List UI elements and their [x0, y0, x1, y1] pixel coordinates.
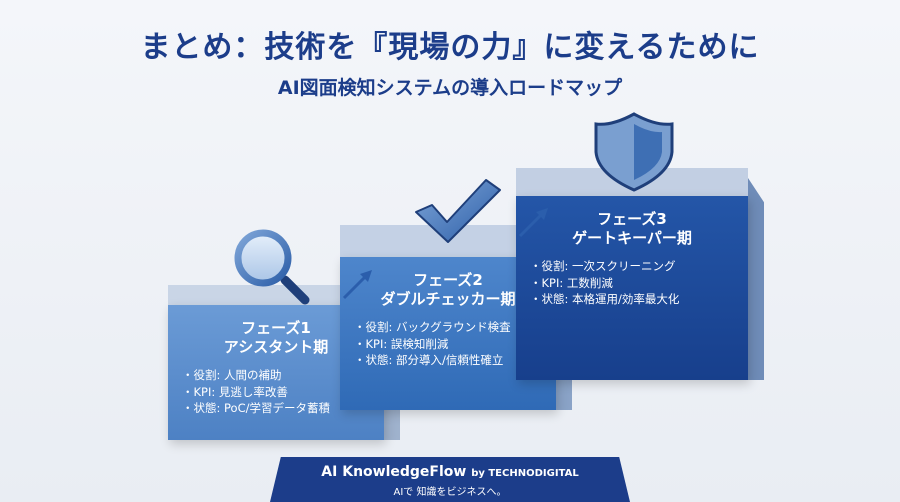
phase-1-card: フェーズ1 アシスタント期 役割: 人間の補助 KPI: 見逃し率改善 状態: … [168, 305, 384, 440]
phase-1-kpi: KPI: 見逃し率改善 [182, 384, 384, 401]
phase-3-block: フェーズ3 ゲートキーパー期 役割: 一次スクリーニング KPI: 工数削減 状… [516, 168, 764, 380]
phase-1-title: アシスタント期 [223, 338, 329, 356]
phase-3-kpi: KPI: 工数削減 [530, 275, 748, 292]
phase-3-status: 状態: 本格運用/効率最大化 [530, 291, 748, 308]
phase-1-number: フェーズ1 [241, 319, 311, 337]
phase-3-title: ゲートキーパー期 [572, 229, 692, 247]
phase-1-block: フェーズ1 アシスタント期 役割: 人間の補助 KPI: 見逃し率改善 状態: … [168, 285, 400, 440]
phase-1-role: 役割: 人間の補助 [182, 367, 384, 384]
phase-1-status: 状態: PoC/学習データ蓄積 [182, 400, 384, 417]
phase-2-items: 役割: バックグラウンド検査 KPI: 誤検知削減 状態: 部分導入/信頼性確立 [354, 319, 556, 369]
page-subtitle: AI図面検知システムの導入ロードマップ [277, 77, 623, 99]
footer-tagline: AIで 知識をビジネスへ。 [393, 487, 507, 498]
phase-3-role: 役割: 一次スクリーニング [530, 258, 748, 275]
phase-2-title: ダブルチェッカー期 [380, 290, 516, 308]
phase-2-role: 役割: バックグラウンド検査 [354, 319, 556, 336]
footer-by: by TECHNODIGITAL [471, 468, 579, 479]
phase-2-number: フェーズ2 [413, 271, 483, 289]
phase-3-number: フェーズ3 [597, 210, 667, 228]
phase-3-items: 役割: 一次スクリーニング KPI: 工数削減 状態: 本格運用/効率最大化 [530, 258, 748, 308]
footer-banner: AI KnowledgeFlow by TECHNODIGITAL AIで 知識… [270, 457, 630, 502]
page-title: まとめ：技術を『現場の力』に変えるために [140, 30, 760, 65]
phase-2-kpi: KPI: 誤検知削減 [354, 336, 556, 353]
phase-2-status: 状態: 部分導入/信頼性確立 [354, 352, 556, 369]
phase-1-items: 役割: 人間の補助 KPI: 見逃し率改善 状態: PoC/学習データ蓄積 [182, 367, 384, 417]
phase-3-card: フェーズ3 ゲートキーパー期 役割: 一次スクリーニング KPI: 工数削減 状… [516, 196, 748, 380]
footer-brand: AI KnowledgeFlow [321, 464, 467, 480]
